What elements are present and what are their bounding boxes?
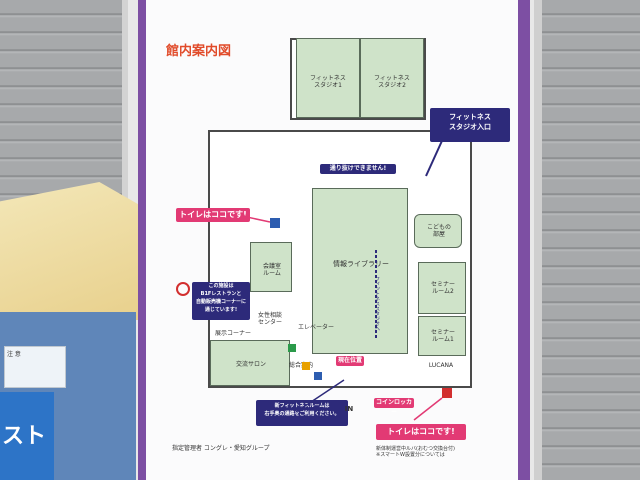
kids-room: こどもの 部屋: [414, 214, 462, 248]
fitness-studio-1-label: フィットネス スタジオ1: [310, 75, 346, 89]
map-arrows-overlay: [241, 131, 447, 421]
no-entry-icon: [176, 282, 190, 296]
toilet-bottom-callout: トイレはココです!: [376, 424, 466, 440]
map-title: 館内案内図: [166, 44, 232, 59]
shutter-background-right: [540, 0, 640, 480]
kiosk-panel-text: スト: [2, 424, 47, 449]
toilet-sign-icon-bottom: [442, 388, 452, 398]
kiosk-caution-label: 注 意: [4, 346, 66, 388]
footer-note: 新体制運営中ルバ(おむつ交換台付) ※スマートW設置分については: [376, 446, 455, 458]
lucana-label: LUCANA: [428, 362, 454, 369]
fitness-studio-2: フィットネス スタジオ2: [360, 38, 424, 118]
kiosk-caution-text: 注 意: [7, 351, 21, 358]
phone-icon: [288, 344, 296, 352]
library-label: 情報ライブラリー: [333, 260, 389, 268]
fitness-studio-1: フィットネス スタジオ1: [296, 38, 360, 118]
salon-label: 交流サロン: [235, 361, 266, 368]
new-fitness-note-callout: 新フィットネスルームは 右手奥の通路をご利用ください。: [256, 400, 348, 426]
exhibit-note-callout: この施設は B1Fレストランと 自動販売機コーナーに 通じています!: [192, 282, 250, 320]
no-pass-callout: 通り抜けできません!: [320, 164, 396, 174]
exchange-salon: 交流サロン: [210, 340, 290, 386]
current-location-badge: 現在位置: [336, 356, 364, 366]
info-desk-label: 総合案内: [288, 362, 313, 369]
toilet-sign-icon-top: [270, 218, 280, 228]
coin-locker-badge: コインロッカー: [374, 398, 414, 416]
meeting-room-label: 会議室 ルーム: [262, 263, 281, 277]
foreground-kiosk-top: [0, 182, 138, 320]
seminar-room-1: セミナー ルーム1: [418, 316, 466, 356]
seminar-room-2-label: セミナー ルーム2: [430, 281, 455, 295]
womens-center-label: 女性相談 センター: [257, 312, 282, 326]
fitness-studio-2-label: フィットネス スタジオ2: [374, 75, 410, 89]
kiosk-blue-panel: スト: [0, 392, 54, 480]
floor-map-poster: 館内案内図 フィットネス スタジオ1 フィットネス スタジオ2 情報ライブラリー…: [138, 0, 530, 480]
exhibit-corner-label: 展示コーナー: [214, 330, 251, 337]
meeting-room: 会議室 ルーム: [250, 242, 292, 292]
information-library: 情報ライブラリー: [312, 188, 408, 354]
seminar-room-1-label: セミナー ルーム1: [430, 329, 455, 343]
wheelchair-icon: [314, 372, 322, 380]
info-icon: [302, 362, 310, 370]
toilet-top-callout: トイレはココです!: [176, 208, 250, 222]
vertical-path-label: フィットネススタジオへ: [374, 276, 380, 331]
floor-map-sheet: 館内案内図 フィットネス スタジオ1 フィットネス スタジオ2 情報ライブラリー…: [146, 0, 518, 480]
elevator-label: エレベーター: [297, 324, 334, 331]
in-label: IN: [344, 405, 354, 413]
seminar-room-2: セミナー ルーム2: [418, 262, 466, 314]
kids-room-label: こどもの 部屋: [426, 224, 451, 238]
manager-footer: 指定管理者 コングレ・愛知グループ: [172, 445, 270, 452]
